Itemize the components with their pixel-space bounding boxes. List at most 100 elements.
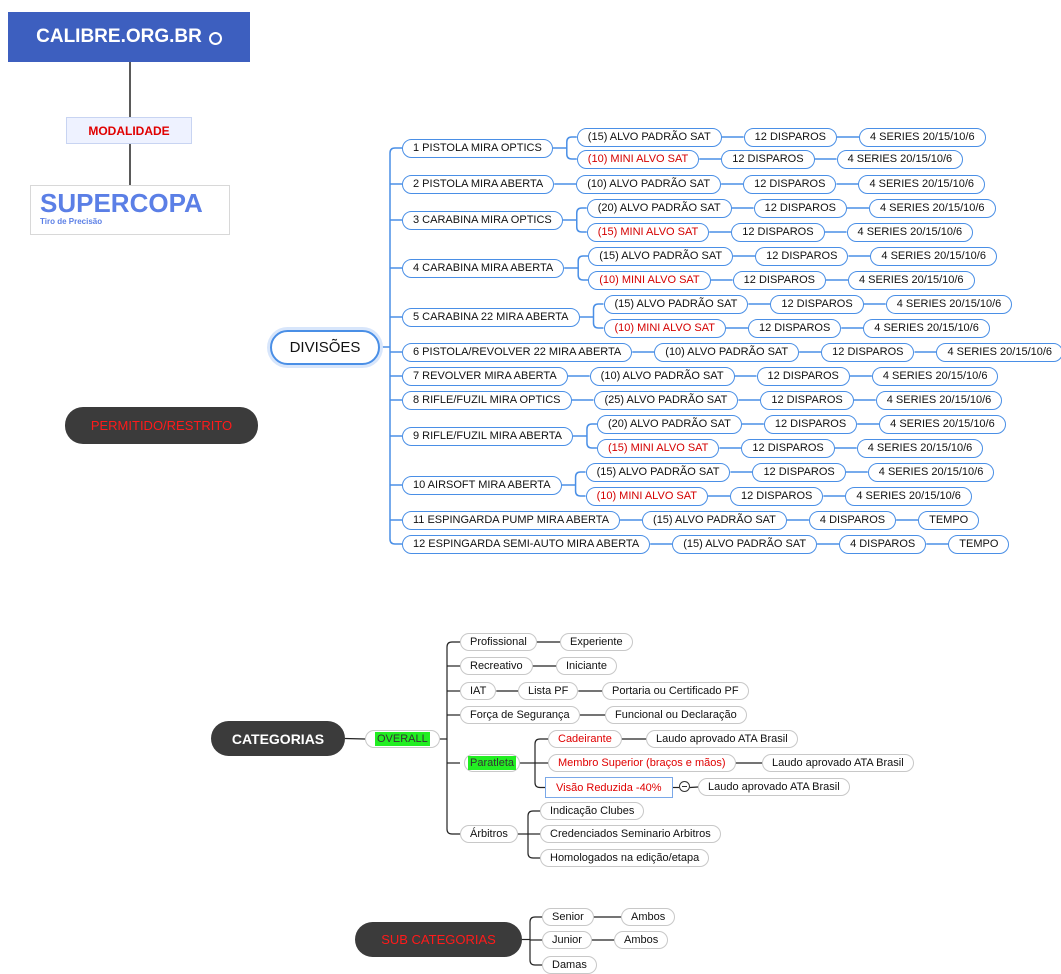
cat-iniciante[interactable]: Iniciante (556, 657, 617, 675)
collapse-toggle-icon[interactable] (679, 781, 690, 792)
division-1-disparos-1[interactable]: 12 DISPAROS (743, 127, 837, 147)
division-4-disparos-2[interactable]: 12 DISPAROS (732, 270, 826, 290)
division-9-alvo-2[interactable]: (15) MINI ALVO SAT (596, 438, 720, 458)
sub-senior-ambos[interactable]: Ambos (621, 908, 676, 926)
division-1-series-2[interactable]: 4 SERIES 20/15/10/6 (836, 149, 964, 169)
division-2-disparos[interactable]: 12 DISPAROS (743, 174, 837, 194)
cat-experiente[interactable]: Experiente (560, 633, 633, 651)
division-2-series[interactable]: 4 SERIES 20/15/10/6 (858, 174, 986, 194)
division-10-alvo-2[interactable]: (10) MINI ALVO SAT (585, 486, 709, 506)
sub-senior[interactable]: Senior (542, 908, 594, 926)
cat-recreativo[interactable]: Recreativo (460, 657, 533, 675)
division-9[interactable]: 9 RIFLE/FUZIL MIRA ABERTA (402, 426, 573, 446)
division-9-disparos-2[interactable]: 12 DISPAROS (741, 438, 835, 458)
cat-credenciados[interactable]: Credenciados Seminario Arbitros (540, 825, 721, 843)
division-4[interactable]: 4 CARABINA MIRA ABERTA (402, 258, 565, 278)
division-4-alvo-1[interactable]: (15) ALVO PADRÃO SAT (588, 246, 734, 266)
division-5-alvo-1[interactable]: (15) ALVO PADRÃO SAT (603, 294, 749, 314)
permitido-node[interactable]: PERMITIDO/RESTRITO (65, 407, 258, 444)
cat-laudo-2[interactable]: Laudo aprovado ATA Brasil (762, 754, 914, 772)
categorias-node[interactable]: CATEGORIAS (211, 721, 345, 756)
division-1-disparos-2[interactable]: 12 DISPAROS (721, 149, 815, 169)
overall-node[interactable]: OVERALL (365, 730, 440, 748)
division-2-alvo[interactable]: (10) ALVO PADRÃO SAT (576, 174, 722, 194)
division-6-disparos[interactable]: 12 DISPAROS (821, 342, 915, 362)
division-12[interactable]: 12 ESPINGARDA SEMI-AUTO MIRA ABERTA (402, 534, 651, 554)
supercopa-node[interactable]: SUPERCOPA Tiro de Precisão (30, 185, 230, 235)
sub-junior[interactable]: Junior (542, 931, 592, 949)
division-11-disparos[interactable]: 4 DISPAROS (808, 510, 897, 530)
site-header[interactable]: CALIBRE.ORG.BR (8, 12, 250, 62)
division-11-series[interactable]: TEMPO (918, 510, 980, 530)
cat-visao[interactable]: Visão Reduzida -40% (545, 777, 673, 798)
division-1-series-1[interactable]: 4 SERIES 20/15/10/6 (859, 127, 986, 147)
division-11[interactable]: 11 ESPINGARDA PUMP MIRA ABERTA (402, 510, 621, 530)
division-3[interactable]: 3 CARABINA MIRA OPTICS (402, 210, 563, 230)
cat-laudo-1[interactable]: Laudo aprovado ATA Brasil (646, 730, 798, 748)
cat-forca[interactable]: Força de Segurança (460, 706, 580, 724)
division-4-series-2[interactable]: 4 SERIES 20/15/10/6 (847, 270, 975, 290)
cat-laudo-3[interactable]: Laudo aprovado ATA Brasil (698, 778, 850, 796)
division-5-disparos-2[interactable]: 12 DISPAROS (747, 318, 842, 338)
division-10-series-1[interactable]: 4 SERIES 20/15/10/6 (867, 462, 995, 482)
division-9-alvo-1[interactable]: (20) ALVO PADRÃO SAT (596, 414, 742, 434)
division-6-series[interactable]: 4 SERIES 20/15/10/6 (936, 342, 1061, 362)
division-10-alvo-1[interactable]: (15) ALVO PADRÃO SAT (585, 462, 731, 482)
cat-cadeirante[interactable]: Cadeirante (548, 730, 622, 748)
division-6[interactable]: 6 PISTOLA/REVOLVER 22 MIRA ABERTA (402, 342, 633, 362)
cat-homologados[interactable]: Homologados na edição/etapa (540, 849, 710, 867)
sub-damas[interactable]: Damas (542, 956, 597, 974)
division-12-disparos[interactable]: 4 DISPAROS (839, 534, 927, 554)
division-1[interactable]: 1 PISTOLA MIRA OPTICS (402, 138, 553, 158)
division-3-series-1[interactable]: 4 SERIES 20/15/10/6 (868, 198, 996, 218)
division-2[interactable]: 2 PISTOLA MIRA ABERTA (402, 174, 555, 194)
division-9-series-2[interactable]: 4 SERIES 20/15/10/6 (856, 438, 984, 458)
division-11-alvo[interactable]: (15) ALVO PADRÃO SAT (642, 510, 787, 530)
division-5[interactable]: 5 CARABINA 22 MIRA ABERTA (402, 307, 580, 327)
cat-funcional[interactable]: Funcional ou Declaração (605, 706, 747, 724)
division-8-disparos[interactable]: 12 DISPAROS (760, 390, 854, 410)
division-5-series-1[interactable]: 4 SERIES 20/15/10/6 (885, 294, 1013, 314)
cat-arbitros[interactable]: Árbitros (460, 825, 518, 843)
division-4-series-1[interactable]: 4 SERIES 20/15/10/6 (870, 246, 997, 266)
division-7-series[interactable]: 4 SERIES 20/15/10/6 (871, 366, 999, 386)
division-4-disparos-1[interactable]: 12 DISPAROS (755, 246, 849, 266)
division-7[interactable]: 7 REVOLVER MIRA ABERTA (402, 366, 568, 386)
division-5-series-2[interactable]: 4 SERIES 20/15/10/6 (863, 318, 990, 338)
cat-paratleta[interactable]: Paratleta (464, 754, 521, 772)
division-9-disparos-1[interactable]: 12 DISPAROS (763, 414, 858, 434)
divisoes-node[interactable]: DIVISÕES (270, 330, 380, 365)
cat-indicacao[interactable]: Indicação Clubes (540, 802, 645, 820)
division-8[interactable]: 8 RIFLE/FUZIL MIRA OPTICS (402, 390, 572, 410)
division-7-alvo[interactable]: (10) ALVO PADRÃO SAT (589, 366, 735, 386)
division-4-alvo-2[interactable]: (10) MINI ALVO SAT (588, 270, 711, 290)
modalidade-node[interactable]: MODALIDADE (66, 117, 192, 144)
division-3-disparos-2[interactable]: 12 DISPAROS (731, 222, 825, 242)
division-10-series-2[interactable]: 4 SERIES 20/15/10/6 (845, 486, 972, 506)
division-12-alvo[interactable]: (15) ALVO PADRÃO SAT (672, 534, 818, 554)
division-3-disparos-1[interactable]: 12 DISPAROS (753, 198, 847, 218)
cat-iat[interactable]: IAT (460, 682, 497, 700)
cat-profissional[interactable]: Profissional (460, 633, 537, 651)
subcategorias-node[interactable]: SUB CATEGORIAS (355, 922, 522, 957)
division-10[interactable]: 10 AIRSOFT MIRA ABERTA (402, 475, 562, 495)
cat-membro[interactable]: Membro Superior (braços e mãos) (548, 754, 736, 772)
division-10-disparos-1[interactable]: 12 DISPAROS (752, 462, 846, 482)
division-8-alvo[interactable]: (25) ALVO PADRÃO SAT (593, 390, 739, 410)
division-5-alvo-2[interactable]: (10) MINI ALVO SAT (603, 318, 726, 338)
cat-lista-pf[interactable]: Lista PF (518, 682, 579, 700)
division-1-alvo-1[interactable]: (15) ALVO PADRÃO SAT (576, 127, 722, 147)
division-10-disparos-2[interactable]: 12 DISPAROS (730, 486, 824, 506)
division-8-series[interactable]: 4 SERIES 20/15/10/6 (875, 390, 1003, 410)
cat-portaria[interactable]: Portaria ou Certificado PF (602, 682, 749, 700)
division-1-alvo-2[interactable]: (10) MINI ALVO SAT (576, 149, 700, 169)
division-9-series-1[interactable]: 4 SERIES 20/15/10/6 (879, 414, 1006, 434)
division-6-alvo[interactable]: (10) ALVO PADRÃO SAT (654, 342, 800, 362)
division-3-alvo-1[interactable]: (20) ALVO PADRÃO SAT (586, 198, 732, 218)
division-3-series-2[interactable]: 4 SERIES 20/15/10/6 (846, 222, 974, 242)
division-5-disparos-1[interactable]: 12 DISPAROS (770, 294, 864, 314)
division-3-alvo-2[interactable]: (15) MINI ALVO SAT (586, 222, 710, 242)
division-12-series[interactable]: TEMPO (948, 534, 1010, 554)
sub-junior-ambos[interactable]: Ambos (614, 931, 669, 949)
division-7-disparos[interactable]: 12 DISPAROS (756, 366, 850, 386)
